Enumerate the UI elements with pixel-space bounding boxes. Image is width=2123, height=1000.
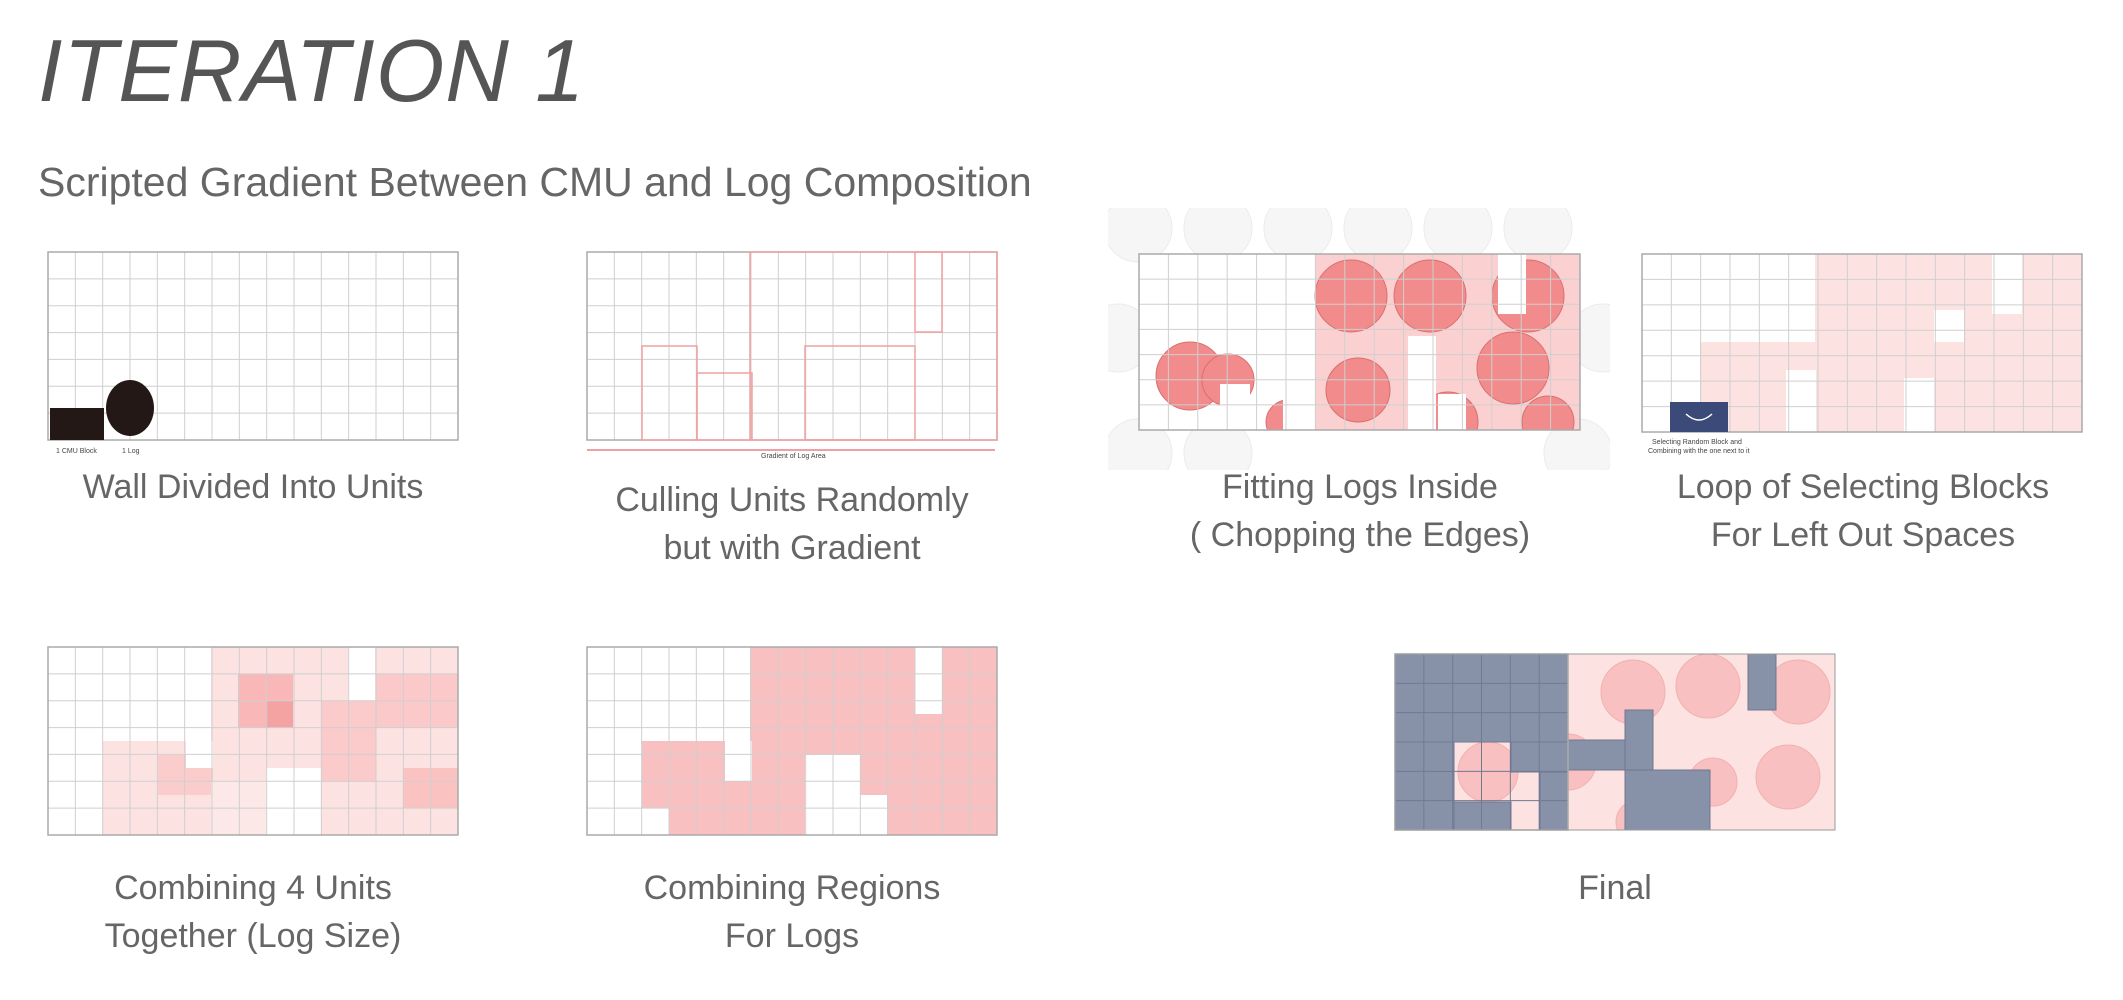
wall-diagram: 1 CMU Block 1 Log — [46, 250, 466, 460]
wall-outline — [47, 646, 459, 836]
gradient-label: Gradient of Log Area — [761, 453, 826, 460]
log-label: 1 Log — [122, 448, 140, 455]
final-frame — [1394, 653, 1836, 831]
loop-note-line-1: Selecting Random Block and — [1652, 439, 1742, 446]
wall-outline — [1641, 253, 2083, 433]
page-title: ITERATION 1 — [38, 21, 586, 120]
culling-caption: Culling Units Randomly but with Gradient — [585, 476, 999, 572]
combining4-diagram — [46, 645, 466, 841]
regions-caption-line-2: For Logs — [724, 917, 860, 955]
combining4-caption-line-2: Together (Log Size) — [104, 917, 402, 955]
culling-caption-line-1: Culling Units Randomly — [615, 481, 969, 519]
combining4-svg — [47, 646, 459, 836]
regions-diagram — [585, 645, 1005, 841]
page-subtitle: Scripted Gradient Between CMU and Log Co… — [38, 159, 1032, 205]
loop-svg: Selecting Random Block and Combining wit… — [1641, 253, 2083, 455]
regions-grid — [586, 646, 998, 836]
selected-block — [1670, 402, 1728, 432]
combining4-caption-line-1: Combining 4 Units — [114, 869, 392, 907]
loop-caption: Loop of Selecting Blocks For Left Out Sp… — [1640, 463, 2086, 559]
culling-caption-line-2: but with Gradient — [663, 529, 921, 567]
wall-caption-line-1: Wall Divided Into Units — [82, 468, 424, 506]
culling-svg: Gradient of Log Area — [586, 251, 998, 460]
wall-svg: 1 CMU Block 1 Log — [47, 251, 459, 455]
wall-caption: Wall Divided Into Units — [46, 463, 460, 511]
final-caption-line-1: Final — [1578, 869, 1652, 907]
cmu-label: 1 CMU Block — [56, 448, 97, 455]
culled-units-pink-outline — [641, 251, 998, 441]
regions-caption: Combining Regions For Logs — [585, 864, 999, 960]
combining4-grid — [47, 646, 459, 836]
final-caption: Final — [1393, 864, 1837, 912]
fitting-caption-line-2: ( Chopping the Edges) — [1189, 516, 1531, 554]
pale-selected-blocks — [1700, 254, 2082, 432]
fitting-caption: Fitting Logs Inside ( Chopping the Edges… — [1145, 463, 1575, 559]
fitting-diagram — [1108, 208, 1610, 470]
fitting-grid — [1138, 253, 1581, 431]
loop-note-line-2: Combining with the one next to it — [1648, 448, 1750, 455]
loop-white-gaps — [1786, 254, 2022, 432]
combining4-caption: Combining 4 Units Together (Log Size) — [46, 864, 460, 960]
gradient-blocks — [103, 647, 458, 835]
loop-caption-line-2: For Left Out Spaces — [1710, 516, 2016, 554]
loop-diagram: Selecting Random Block and Combining wit… — [1640, 252, 2086, 462]
fitting-caption-line-1: Fitting Logs Inside — [1222, 468, 1498, 506]
wall-outline — [1138, 253, 1581, 431]
final-diagram — [1393, 652, 1837, 832]
loop-caption-line-1: Loop of Selecting Blocks — [1676, 468, 2050, 506]
smile-mark — [1685, 413, 1713, 421]
wall-outline — [586, 646, 998, 836]
log-circle — [106, 380, 154, 436]
culling-diagram: Gradient of Log Area — [585, 250, 1005, 465]
wall-outline — [47, 251, 459, 441]
fitting-svg — [1108, 208, 1610, 470]
regions-caption-line-1: Combining Regions — [643, 869, 941, 907]
final-svg — [1394, 653, 1836, 831]
wall-grid — [47, 251, 459, 441]
cmu-block — [50, 408, 104, 440]
regions-svg — [586, 646, 998, 836]
